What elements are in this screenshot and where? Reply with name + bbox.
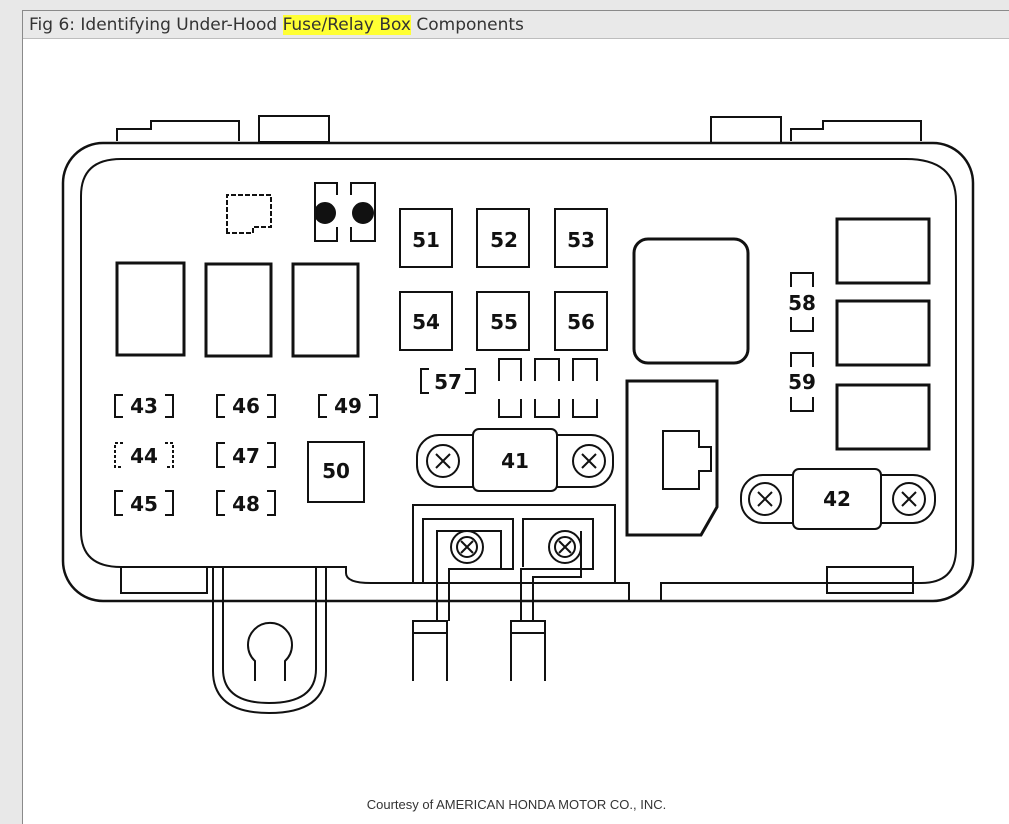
bolt-fuse-42 [740, 468, 936, 530]
fuse-47-label: 47 [232, 444, 260, 468]
fuse-51-outline [399, 208, 453, 268]
caption-prefix: Fig 6: Identifying Under-Hood [29, 15, 283, 35]
fuse-43-label: 43 [130, 394, 158, 418]
left-fuse-outlines [114, 394, 378, 516]
fuse-52-label: 52 [490, 228, 518, 252]
fuse-52-outline [476, 208, 530, 268]
fuse-box-housing [61, 141, 975, 603]
fuse-59-label: 59 [788, 370, 816, 394]
fuse-50-outline [307, 441, 365, 503]
fuse-48-label: 48 [232, 492, 260, 516]
relays-left [115, 261, 360, 358]
relay [835, 299, 931, 367]
fuse-57-label: 57 [434, 370, 462, 394]
fuse-58-label: 58 [788, 291, 816, 315]
fuse-45-label: 45 [130, 492, 158, 516]
terminal-dot [314, 202, 336, 224]
fuse-relay-box-diagram: 51 52 53 54 55 56 57 58 59 43 44 45 46 4… [61, 115, 975, 715]
fuse-44-label: 44 [130, 444, 158, 468]
fuse-46-label: 46 [232, 394, 260, 418]
bolt-fuse-41 [416, 428, 614, 492]
fuse-49-label: 49 [334, 394, 362, 418]
figure-caption: Fig 6: Identifying Under-Hood Fuse/Relay… [23, 11, 1009, 39]
fuse-41-label: 41 [501, 449, 529, 473]
figure-panel: Fig 6: Identifying Under-Hood Fuse/Relay… [22, 10, 1009, 824]
relays-right [835, 217, 931, 451]
fuse-labels: 51 52 53 54 55 56 57 58 59 43 44 45 46 4… [130, 228, 851, 516]
fuse-55-outline [476, 291, 530, 351]
small-connectors [226, 182, 376, 242]
top-mounting-tabs [116, 115, 922, 144]
small-sockets [420, 358, 598, 418]
battery-cables [412, 620, 546, 681]
caption-highlight: Fuse/Relay Box [282, 15, 411, 35]
fuse-55-label: 55 [490, 310, 518, 334]
figure-credit: Courtesy of AMERICAN HONDA MOTOR CO., IN… [366, 797, 667, 812]
fuse-56-label: 56 [567, 310, 595, 334]
fuse-50-label: 50 [322, 459, 350, 483]
fuse-56-outline [554, 291, 608, 351]
fuse-53-label: 53 [567, 228, 595, 252]
bottom-mounting-bracket [120, 566, 914, 715]
relay [115, 261, 186, 357]
relay [204, 262, 273, 358]
caption-suffix: Components [410, 15, 524, 35]
fuse-grid [399, 208, 608, 351]
terminal-dot [352, 202, 374, 224]
fuse-51-label: 51 [412, 228, 440, 252]
fuse-54-outline [399, 291, 453, 351]
main-relay [632, 237, 750, 365]
relay [835, 217, 931, 285]
relay [835, 383, 931, 451]
relay [291, 262, 360, 358]
battery-terminals [412, 504, 616, 621]
fuse-54-label: 54 [412, 310, 440, 334]
mini-fuse-outlines [790, 272, 814, 412]
fuse-42-label: 42 [823, 487, 851, 511]
fuse-53-outline [554, 208, 608, 268]
connector-block [625, 379, 719, 537]
